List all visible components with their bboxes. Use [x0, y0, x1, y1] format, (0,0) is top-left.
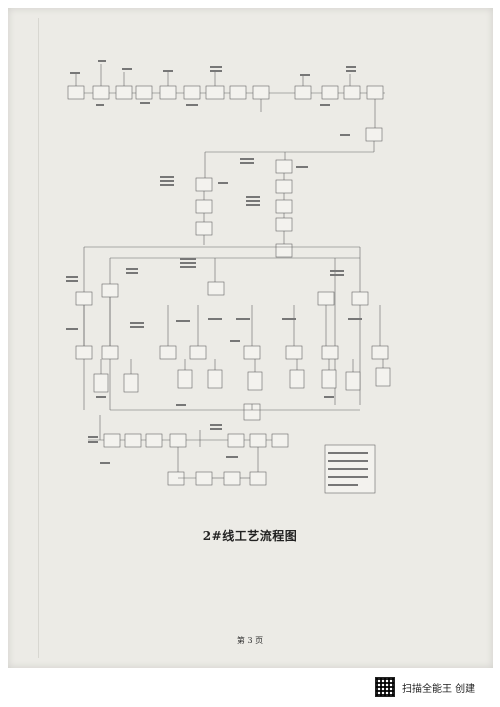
process-box	[366, 85, 384, 100]
process-box	[275, 217, 293, 232]
process-box	[159, 345, 177, 360]
process-box	[93, 373, 109, 393]
process-box	[92, 85, 110, 100]
process-box	[343, 85, 361, 100]
scanner-watermark: 扫描全能王 创建	[375, 677, 475, 697]
process-box	[275, 179, 293, 194]
process-box	[321, 345, 339, 360]
process-box	[75, 345, 93, 360]
process-box	[75, 291, 93, 306]
process-box	[375, 367, 391, 387]
process-box	[247, 371, 263, 391]
process-box	[207, 281, 225, 296]
process-box	[195, 471, 213, 486]
process-box	[177, 369, 193, 389]
process-box	[294, 85, 312, 100]
document-caption: 2#线工艺流程图	[202, 529, 298, 543]
process-box	[207, 369, 223, 389]
process-box	[195, 199, 213, 214]
process-box	[67, 85, 85, 100]
process-box	[135, 85, 153, 100]
process-box	[159, 85, 177, 100]
process-box	[321, 85, 339, 100]
binding-margin	[38, 18, 39, 658]
process-box	[167, 471, 185, 486]
process-box	[289, 369, 305, 389]
process-box	[371, 345, 389, 360]
process-box	[275, 243, 293, 258]
process-box	[145, 433, 163, 448]
process-box	[195, 221, 213, 236]
process-box	[249, 471, 267, 486]
process-box	[223, 471, 241, 486]
document-sheet	[8, 8, 493, 668]
process-box	[101, 283, 119, 298]
process-box	[285, 345, 303, 360]
process-box	[317, 291, 335, 306]
process-box	[345, 371, 361, 391]
process-box	[124, 433, 142, 448]
process-box	[189, 345, 207, 360]
process-box	[243, 345, 261, 360]
process-box	[103, 433, 121, 448]
process-box	[271, 433, 289, 448]
process-box	[227, 433, 245, 448]
process-box	[205, 85, 225, 100]
qr-code-icon	[375, 677, 395, 697]
process-box	[183, 85, 201, 100]
page-number: 第 3 页	[236, 636, 264, 645]
process-box	[252, 85, 270, 100]
process-box	[275, 199, 293, 214]
process-box	[249, 433, 267, 448]
process-box	[229, 85, 247, 100]
process-box	[195, 177, 213, 192]
process-box	[123, 373, 139, 393]
process-box	[365, 127, 383, 142]
process-box	[351, 291, 369, 306]
process-box	[115, 85, 133, 100]
process-box	[101, 345, 119, 360]
process-box	[169, 433, 187, 448]
watermark-text: 扫描全能王 创建	[402, 683, 476, 695]
process-box	[321, 369, 337, 389]
process-box	[275, 159, 293, 174]
